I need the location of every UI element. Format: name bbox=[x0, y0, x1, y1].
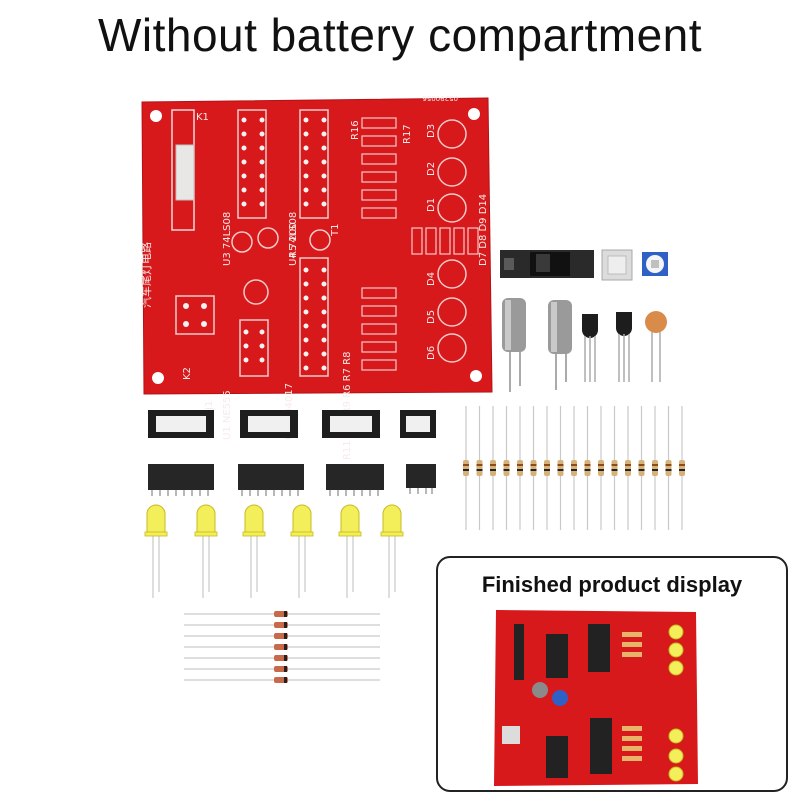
transistors bbox=[582, 312, 632, 382]
resistor bbox=[571, 406, 577, 530]
led bbox=[144, 504, 168, 598]
pcb-title: 汽车尾灯电路 bbox=[139, 242, 153, 308]
svg-text:T1: T1 bbox=[330, 224, 341, 237]
svg-text:R16: R16 bbox=[350, 120, 361, 140]
resistor bbox=[665, 406, 672, 530]
inset-title: Finished product display bbox=[481, 572, 743, 597]
push-button bbox=[601, 249, 633, 281]
svg-text:D2: D2 bbox=[426, 162, 437, 176]
svg-text:R11 R10 R9 R6 R7 R8: R11 R10 R9 R6 R7 R8 bbox=[342, 352, 353, 460]
resistor bbox=[490, 406, 496, 530]
led bbox=[242, 504, 266, 598]
product-photo: K1 05290056 U3 74LS08 U4 74LS08 U1 NE555… bbox=[139, 94, 685, 683]
leds bbox=[144, 504, 404, 598]
pcb-board: K1 05290056 U3 74LS08 U4 74LS08 U1 NE555… bbox=[139, 94, 493, 460]
potentiometer bbox=[642, 252, 668, 276]
diode bbox=[184, 611, 380, 617]
ic-chips bbox=[148, 464, 436, 496]
led bbox=[194, 504, 218, 598]
resistor bbox=[611, 406, 618, 530]
svg-text:U3 74LS08: U3 74LS08 bbox=[222, 212, 233, 266]
resistor bbox=[584, 406, 591, 530]
svg-text:D6: D6 bbox=[426, 346, 437, 360]
finished-product-panel: Finished product display bbox=[436, 556, 788, 792]
resistor bbox=[463, 406, 469, 530]
led bbox=[290, 504, 314, 598]
diode bbox=[184, 644, 380, 650]
ceramic-capacitor bbox=[645, 311, 667, 382]
electrolytic-capacitors bbox=[502, 298, 572, 392]
svg-text:J1: J1 bbox=[204, 401, 215, 411]
pcb-label: K1 bbox=[196, 112, 209, 123]
ic-sockets bbox=[148, 410, 436, 438]
finished-board-photo bbox=[494, 610, 698, 786]
resistor bbox=[625, 406, 631, 530]
led bbox=[380, 504, 404, 598]
resistor bbox=[557, 406, 564, 530]
svg-text:U4 74LS08: U4 74LS08 bbox=[288, 212, 299, 266]
svg-text:D4: D4 bbox=[426, 272, 437, 286]
slide-switch bbox=[500, 250, 594, 278]
diode bbox=[184, 677, 380, 683]
svg-text:D1: D1 bbox=[426, 198, 437, 212]
svg-text:U1 NE555: U1 NE555 bbox=[222, 390, 233, 440]
resistor bbox=[544, 406, 550, 530]
page-title: Without battery compartment bbox=[97, 9, 703, 61]
resistor bbox=[530, 406, 537, 530]
resistor bbox=[652, 406, 658, 530]
diodes bbox=[184, 611, 380, 683]
resistor bbox=[476, 406, 483, 530]
svg-text:R17: R17 bbox=[402, 124, 413, 144]
diode bbox=[184, 622, 380, 628]
resistors bbox=[463, 406, 685, 530]
resistor bbox=[638, 406, 645, 530]
pcb-board-code: 05290056 bbox=[422, 94, 458, 102]
svg-text:R5 200: R5 200 bbox=[288, 222, 299, 258]
diode bbox=[184, 666, 380, 672]
resistor bbox=[503, 406, 510, 530]
svg-text:D5: D5 bbox=[426, 310, 437, 324]
svg-text:D7 D8 D9 D14: D7 D8 D9 D14 bbox=[478, 194, 489, 266]
resistor bbox=[598, 406, 604, 530]
diode bbox=[184, 633, 380, 639]
led bbox=[338, 504, 362, 598]
svg-text:K2: K2 bbox=[182, 367, 193, 380]
resistor bbox=[517, 406, 523, 530]
resistor bbox=[679, 406, 685, 530]
diode bbox=[184, 655, 380, 661]
svg-text:D3: D3 bbox=[426, 124, 437, 138]
